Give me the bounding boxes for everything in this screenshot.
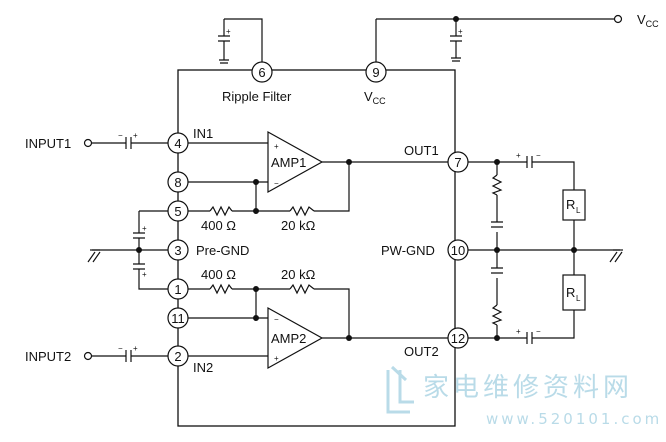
capacitor-vcc: + [450,27,463,50]
svg-text:9: 9 [372,65,379,80]
pin-12: 12 [447,327,469,349]
out2-label: OUT2 [404,344,439,359]
amp1: + − AMP1 [267,130,324,194]
pin-3: 3 [167,239,189,261]
svg-text:8: 8 [174,175,181,190]
svg-text:+: + [274,142,279,151]
svg-text:R: R [566,285,575,300]
svg-text:4: 4 [174,136,181,151]
resistor-20k-bottom-label: 20 kΩ [281,267,316,282]
svg-text:1: 1 [174,282,181,297]
resistor-20k-bottom [289,283,315,295]
svg-text:+: + [133,131,138,140]
watermark: 家电维修资料网 www.520101.com [386,365,662,428]
svg-text:2: 2 [174,349,181,364]
svg-text:−: − [536,151,541,160]
pin-10: 10 [447,239,469,261]
resistor-20k-top [289,205,315,217]
svg-text:10: 10 [451,243,465,258]
svg-text:+: + [458,27,463,36]
capacitor-ripple-filter: + [218,27,231,50]
pin-4: 4 [167,132,189,154]
pin-5: 5 [167,200,189,222]
input2-terminal [83,351,93,361]
svg-text:+: + [142,224,147,233]
svg-text:−: − [118,344,123,353]
pin-1: 1 [167,278,189,300]
resistors [209,174,503,326]
watermark-url: www.520101.com [486,410,662,428]
capacitor-zobel-top [491,221,503,228]
svg-text:+: + [226,27,231,36]
svg-text:3: 3 [174,243,181,258]
pin-9: 9 [365,61,387,83]
svg-text:11: 11 [171,311,185,326]
capacitors: − + − + + − + − + + + [118,27,541,362]
resistor-400-bottom-label: 400 Ω [201,267,236,282]
capacitor-input2: − + [118,344,140,362]
labels: VCC Ripple Filter VCC INPUT1 INPUT2 IN1 … [25,12,659,375]
input1-terminal [83,138,93,148]
input2-label: INPUT2 [25,349,71,364]
pin-7: 7 [447,151,469,173]
input1-label: INPUT1 [25,136,71,151]
svg-text:+: + [142,270,147,279]
pin-8: 8 [167,171,189,193]
resistor-400-top [209,205,233,217]
svg-text:−: − [274,179,279,188]
svg-text:+: + [516,151,521,160]
load-resistor-bottom: R L [562,274,586,311]
svg-text:7: 7 [454,155,461,170]
svg-text:L: L [576,294,581,303]
watermark-text: 家电维修资料网 [423,373,633,403]
svg-text:5: 5 [174,204,181,219]
amp2-label: AMP2 [271,331,306,346]
svg-text:12: 12 [451,331,465,346]
vcc-terminal [613,14,623,24]
resistor-zobel-top [491,174,503,196]
junction-dots [136,16,577,341]
resistor-20k-top-label: 20 kΩ [281,218,316,233]
watermark-logo [386,365,414,414]
svg-text:+: + [516,327,521,336]
svg-text:−: − [118,131,123,140]
vcc-supply-label: VCC [637,12,659,29]
vcc-pin-label: VCC [364,89,386,106]
capacitor-zobel-bottom [491,267,503,274]
amp1-label: AMP1 [271,155,306,170]
capacitor-input1: − + [118,131,140,149]
pre-gnd-label: Pre-GND [196,243,249,258]
svg-text:+: + [133,344,138,353]
pin-2: 2 [167,345,189,367]
capacitor-pregnd-upper: + [133,224,147,244]
pin-11: 11 [167,307,189,329]
svg-text:−: − [274,315,279,324]
ripple-filter-label: Ripple Filter [222,89,292,104]
pins: 4 8 5 3 1 11 2 6 9 7 10 12 [167,61,469,367]
resistor-400-bottom [209,283,233,295]
out1-label: OUT1 [404,143,439,158]
pin-6: 6 [251,61,273,83]
resistor-zobel-bottom [491,304,503,326]
in1-label: IN1 [193,126,213,141]
svg-text:−: − [536,327,541,336]
load-resistor-top: R L [562,189,586,221]
capacitor-out1: + − [516,151,541,168]
in2-label: IN2 [193,360,213,375]
capacitor-out2: + − [516,327,541,344]
pw-gnd-label: PW-GND [381,243,435,258]
svg-text:+: + [274,354,279,363]
svg-text:6: 6 [258,65,265,80]
svg-text:L: L [576,206,581,215]
svg-text:R: R [566,197,575,212]
amp2: − + AMP2 [267,306,324,370]
resistor-400-top-label: 400 Ω [201,218,236,233]
wiring [87,18,623,357]
capacitor-pregnd-lower: + [133,260,147,279]
